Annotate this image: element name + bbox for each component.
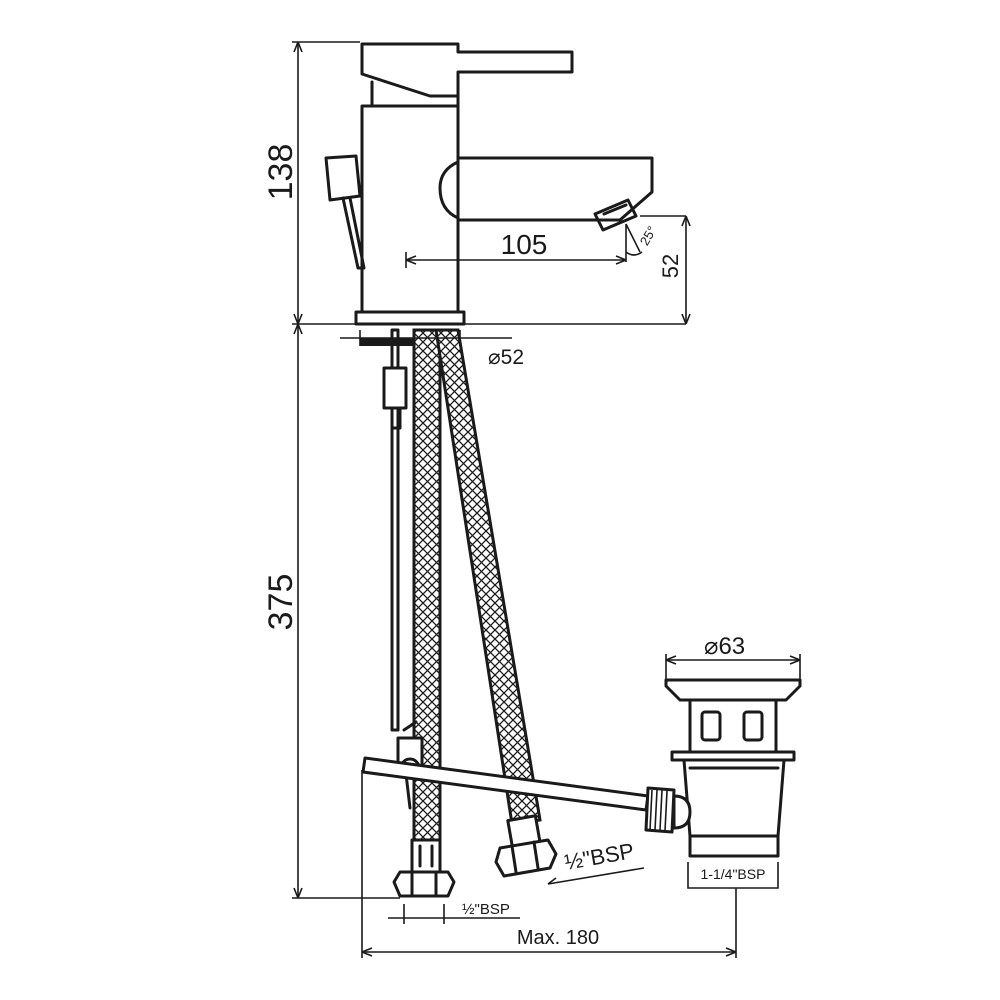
spout-joint — [438, 160, 460, 220]
dimension-labels: 138 375 105 52 25° ⌀52 ⌀63 ½"BSP ½"BSP 1… — [262, 144, 765, 949]
label-waste-thread: 1-1/4"BSP — [701, 866, 766, 882]
right-thread-leader — [547, 867, 645, 885]
hose-left-crimp — [410, 838, 442, 874]
label-52-height: 52 — [658, 254, 683, 278]
label-138: 138 — [262, 144, 300, 201]
waste-body-lower — [682, 758, 786, 838]
label-105: 105 — [501, 229, 548, 260]
popup-rod — [341, 196, 366, 270]
base-plate — [354, 310, 466, 326]
aerator — [593, 198, 638, 232]
hose-right-nut — [494, 838, 558, 878]
hose-left-nut — [392, 870, 456, 898]
hose-right — [434, 328, 542, 826]
popup-knob — [324, 154, 362, 202]
dimension-lines — [292, 41, 801, 958]
rod-connector — [382, 366, 408, 410]
waste-cap — [664, 678, 802, 702]
pivot-cap — [672, 794, 692, 830]
popup-waste — [644, 678, 802, 858]
label-25-degrees: 25° — [637, 223, 660, 248]
tap-body — [324, 42, 654, 346]
pull-rod — [390, 328, 400, 732]
label-max-length: Max. 180 — [517, 927, 599, 949]
label-base-diameter: ⌀52 — [488, 346, 524, 369]
label-waste-diameter: ⌀63 — [704, 633, 745, 660]
tap-cylinder — [360, 104, 460, 314]
lever-handle — [360, 42, 574, 98]
label-375: 375 — [262, 574, 300, 631]
handle-collar — [370, 80, 460, 108]
waste-thread-bracket — [687, 862, 779, 889]
spout-height-dim-line — [640, 215, 687, 324]
label-right-thread: ½"BSP — [563, 838, 636, 875]
label-left-thread: ½"BSP — [462, 901, 510, 918]
mounting-nut — [360, 338, 460, 346]
spout — [456, 156, 654, 222]
waste-thread — [688, 834, 780, 858]
flexible-hoses — [392, 328, 558, 898]
